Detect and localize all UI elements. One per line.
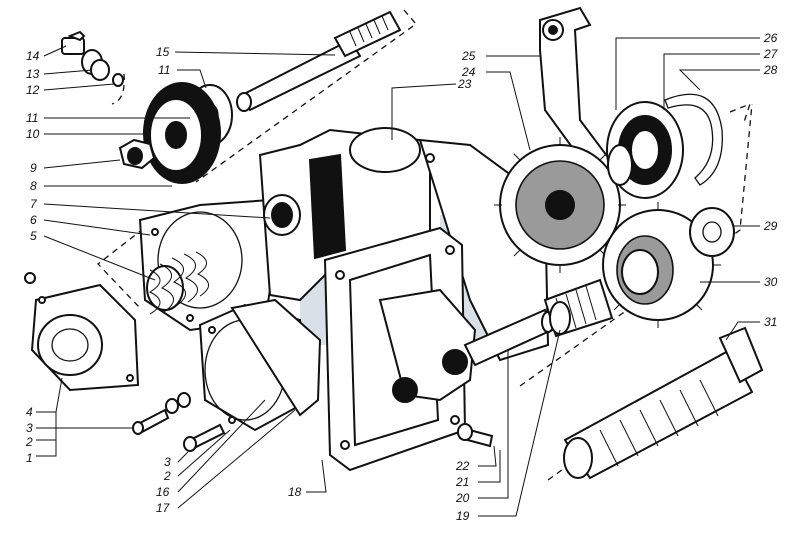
callout-28: 28 — [763, 63, 778, 77]
callout-25: 25 — [461, 49, 476, 63]
callout-30: 30 — [764, 275, 778, 289]
callout-11-lower: 11 — [26, 111, 38, 125]
callout-1: 1 — [26, 451, 33, 465]
bolt-set-center — [183, 423, 226, 452]
threaded-shaft — [236, 10, 402, 112]
callout-19: 19 — [456, 509, 470, 523]
callout-23: 23 — [457, 77, 472, 91]
gear-large — [494, 137, 626, 273]
callout-17: 17 — [156, 501, 171, 515]
callout-15: 15 — [156, 45, 170, 59]
callout-8: 8 — [30, 179, 37, 193]
bolt-set-right — [457, 423, 494, 448]
callout-26: 26 — [763, 31, 778, 45]
callout-9: 9 — [30, 161, 37, 175]
spline-stub — [543, 278, 614, 338]
bolt-set-left — [132, 392, 191, 435]
callout-2-center: 2 — [163, 469, 171, 483]
callout-5: 5 — [30, 229, 37, 243]
callout-12: 12 — [26, 83, 40, 97]
callout-27: 27 — [763, 47, 779, 61]
shift-fork — [378, 288, 555, 403]
thrust-washer — [689, 207, 735, 257]
bearing — [606, 101, 684, 199]
flange-disc — [143, 82, 221, 184]
callout-18: 18 — [288, 485, 302, 499]
callout-2-left: 2 — [25, 435, 33, 449]
circlip — [664, 93, 723, 186]
callout-6: 6 — [30, 213, 37, 227]
callout-21: 21 — [455, 475, 469, 489]
callout-14: 14 — [26, 49, 40, 63]
callout-31: 31 — [764, 315, 777, 329]
leader-lines — [36, 37, 760, 517]
callout-3-left: 3 — [26, 421, 33, 435]
callout-4: 4 — [26, 405, 33, 419]
callout-labels: 14 13 12 15 11 11 10 9 8 7 6 5 4 3 2 1 3… — [25, 31, 779, 523]
callout-3-center: 3 — [164, 455, 171, 469]
callout-13: 13 — [26, 67, 40, 81]
callout-24: 24 — [461, 65, 476, 79]
nut — [118, 138, 156, 170]
callout-16: 16 — [156, 485, 170, 499]
splined-shaft — [563, 326, 764, 480]
callout-11-upper: 11 — [158, 63, 170, 77]
spring — [146, 251, 209, 315]
callout-20: 20 — [455, 491, 470, 505]
callout-29: 29 — [763, 219, 778, 233]
callout-7: 7 — [30, 197, 38, 211]
callout-22: 22 — [455, 459, 470, 473]
callout-10: 10 — [26, 127, 40, 141]
side-cover — [198, 298, 322, 432]
nipple-assembly — [61, 30, 124, 87]
gear-medium — [602, 202, 721, 328]
end-cover — [24, 272, 140, 392]
